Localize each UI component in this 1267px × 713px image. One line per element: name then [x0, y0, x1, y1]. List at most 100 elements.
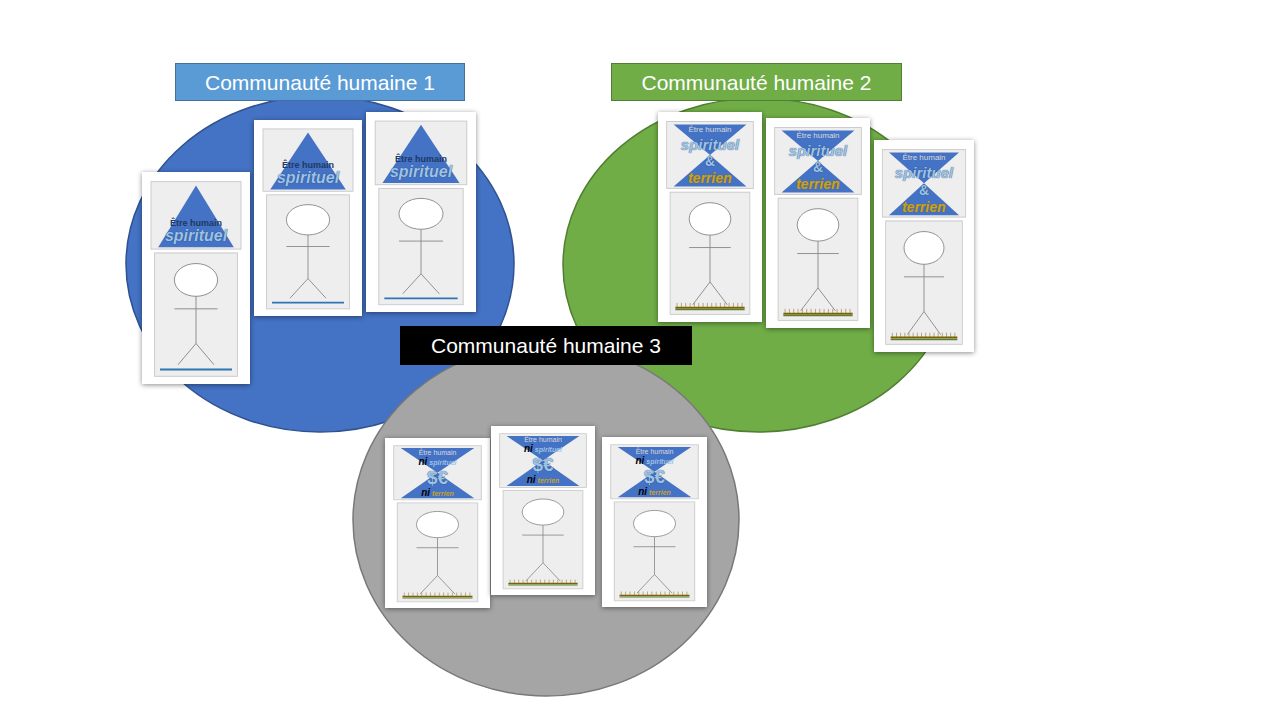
card-text-row: spirituel	[789, 143, 847, 158]
card-text-row: terrien	[796, 177, 840, 191]
human-being-card: Être humainspirituel	[366, 112, 476, 312]
card-text-row: spirituel	[277, 170, 339, 186]
card-text-area: Être humainnispirituel$€niterrien	[602, 447, 707, 497]
money-symbol: $€	[427, 468, 448, 487]
card-text-row: Être humain	[170, 219, 222, 228]
being-label: Être humain	[636, 448, 674, 455]
card-text-row: terrien	[902, 200, 946, 214]
card-text-row: Être humain	[688, 126, 731, 134]
negation-word: ni	[418, 457, 427, 467]
being-label: Être humain	[688, 126, 731, 134]
card-text-area: Être humainnispirituel$€niterrien	[491, 436, 595, 486]
card-text-row: &	[705, 154, 715, 168]
card-text-row: &	[919, 183, 929, 197]
money-symbol: $€	[532, 455, 553, 474]
card-text-row: spirituel	[165, 228, 227, 244]
card-text-area: Être humain spirituel & terrien	[874, 153, 974, 216]
quality-word: spirituel	[277, 170, 339, 186]
card-text-row: spirituel	[681, 137, 739, 152]
stick-figure-art	[375, 121, 467, 305]
being-label: Être humain	[419, 449, 457, 456]
stick-figure-art	[611, 445, 699, 601]
card-text-row: spirituel	[895, 165, 953, 180]
community-heading: Communauté humaine 3	[400, 326, 692, 365]
quality-word: spirituel	[390, 164, 452, 180]
stick-figure-art	[882, 150, 965, 345]
card-text-row: &	[813, 160, 823, 174]
stick-figure-art	[151, 182, 241, 377]
ampersand: &	[813, 160, 823, 174]
quality-word: spirituel	[789, 143, 847, 158]
card-text-row: $€	[532, 455, 553, 474]
money-symbol: $€	[644, 467, 665, 486]
negation-word: ni	[638, 487, 647, 497]
card-text-row: niterrien	[638, 487, 671, 497]
human-being-card: Être humain spirituel & terrien	[658, 112, 762, 322]
human-being-card: Être humain spirituel & terrien	[766, 118, 870, 328]
card-illustration	[142, 172, 250, 384]
card-text-area: Être humain spirituel & terrien	[766, 130, 870, 192]
card-text-area: Être humainspirituel	[254, 132, 362, 190]
card-text-row: nispirituel	[418, 457, 456, 467]
being-label: Être humain	[282, 161, 334, 170]
ampersand: &	[705, 154, 715, 168]
negation-word: ni	[527, 475, 536, 485]
card-text-area: Être humainspirituel	[366, 124, 476, 183]
being-label: Être humain	[524, 436, 562, 443]
card-text-row: niterrien	[421, 488, 454, 498]
card-text-row: Être humain	[395, 155, 447, 164]
card-illustration	[254, 120, 362, 316]
card-text-row: niterrien	[527, 475, 560, 485]
quality-word: terrien	[688, 171, 732, 185]
negation-word: ni	[524, 444, 533, 454]
quality-word: terrien	[902, 200, 946, 214]
stick-figure-art	[500, 434, 587, 589]
card-text-row: spirituel	[390, 164, 452, 180]
being-label: Être humain	[902, 154, 945, 162]
human-being-card: Être humainspirituel	[142, 172, 250, 384]
card-text-row: Être humain	[636, 448, 674, 455]
community-heading: Communauté humaine 1	[175, 63, 465, 101]
card-text-row: terrien	[688, 171, 732, 185]
card-text-area: Être humain spirituel & terrien	[658, 124, 762, 186]
quality-word: spirituel	[535, 446, 562, 453]
card-text-row: Être humain	[902, 154, 945, 162]
human-being-card: Être humainnispirituel$€niterrien	[385, 438, 490, 608]
human-being-card: Être humain spirituel & terrien	[874, 140, 974, 352]
human-being-card: Être humainnispirituel$€niterrien	[491, 426, 595, 595]
stick-figure-art	[394, 446, 482, 602]
quality-word: spirituel	[165, 228, 227, 244]
quality-word: terrien	[649, 489, 671, 496]
being-label: Être humain	[395, 155, 447, 164]
negation-word: ni	[421, 488, 430, 498]
community-ellipse	[353, 344, 739, 696]
card-text-row: Être humain	[419, 449, 457, 456]
card-text-row: $€	[644, 467, 665, 486]
card-text-row: nispirituel	[524, 444, 562, 454]
card-text-area: Être humainspirituel	[142, 185, 250, 248]
stick-figure-art	[263, 129, 353, 309]
stick-figure-art	[775, 128, 862, 321]
being-label: Être humain	[796, 132, 839, 140]
card-text-row: Être humain	[796, 132, 839, 140]
negation-word: ni	[635, 456, 644, 466]
card-text-row: $€	[427, 468, 448, 487]
quality-word: terrien	[432, 490, 454, 497]
quality-word: spirituel	[895, 165, 953, 180]
being-label: Être humain	[170, 219, 222, 228]
community-heading: Communauté humaine 2	[611, 63, 902, 101]
card-illustration	[366, 112, 476, 312]
human-being-card: Être humainspirituel	[254, 120, 362, 316]
quality-word: terrien	[538, 477, 560, 484]
community-circle: Communauté humaine 3Être humainnispiritu…	[352, 343, 740, 697]
card-text-row: nispirituel	[635, 456, 673, 466]
quality-word: spirituel	[681, 137, 739, 152]
quality-word: spirituel	[429, 459, 456, 466]
human-being-card: Être humainnispirituel$€niterrien	[602, 437, 707, 607]
ampersand: &	[919, 183, 929, 197]
card-text-row: Être humain	[282, 161, 334, 170]
quality-word: spirituel	[646, 458, 673, 465]
card-text-row: Être humain	[524, 436, 562, 443]
quality-word: terrien	[796, 177, 840, 191]
